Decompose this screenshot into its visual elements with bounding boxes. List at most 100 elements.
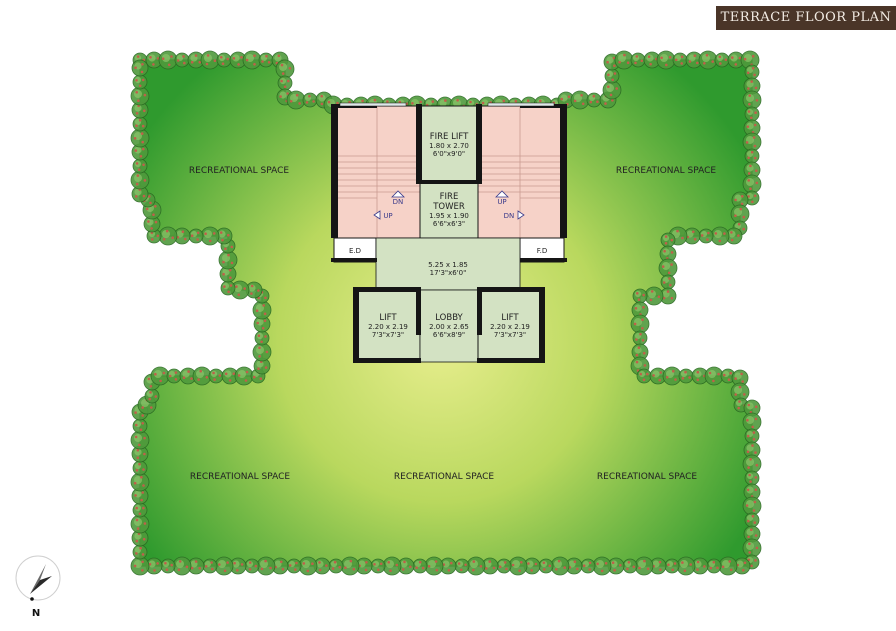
fire-tower-metric: 1.95 x 1.90 (429, 212, 469, 220)
staircase-right (477, 105, 565, 239)
tree-icon (188, 228, 204, 244)
tree-icon (130, 472, 150, 492)
tree-icon (132, 544, 148, 560)
tree-icon (496, 558, 512, 574)
tree-icon (698, 50, 718, 70)
tree-icon (550, 556, 570, 576)
tree-icon (676, 556, 696, 576)
fire-lift-room (419, 105, 479, 183)
tree-icon (656, 50, 676, 70)
tree-icon (145, 557, 163, 575)
tree-icon (174, 52, 190, 68)
tree-icon (592, 556, 612, 576)
lift-left-label: LIFT (379, 313, 397, 323)
tree-icon (258, 52, 274, 68)
stair-left-dn: DN (393, 198, 404, 206)
tree-icon (691, 557, 709, 575)
lift-left-metric: 2.20 x 2.19 (368, 323, 408, 331)
tree-icon (202, 558, 218, 574)
tree-icon (253, 357, 271, 375)
lobby-imperial: 6'6"x8'9" (433, 331, 465, 339)
tree-icon (130, 86, 150, 106)
tree-icon (132, 116, 148, 132)
tree-icon (658, 258, 678, 278)
tree-icon (672, 52, 688, 68)
tree-icon (636, 368, 652, 384)
tree-icon (172, 556, 192, 576)
tree-icon (382, 556, 402, 576)
tree-icon (130, 170, 150, 190)
tree-icon (244, 558, 260, 574)
tree-icon (704, 366, 724, 386)
tree-icon (743, 399, 761, 417)
tree-icon (143, 215, 161, 233)
tree-icon (234, 366, 254, 386)
tree-icon (742, 538, 762, 558)
tree-icon (158, 50, 178, 70)
tree-icon (538, 558, 554, 574)
tree-icon (302, 92, 318, 108)
tree-icon (132, 74, 148, 90)
stair-right-up: UP (497, 198, 506, 206)
tree-icon (632, 288, 648, 304)
tree-icon (245, 281, 263, 299)
tree-icon (275, 59, 295, 79)
tree-icon (370, 558, 386, 574)
tree-icon (508, 556, 528, 576)
tree-icon (158, 226, 178, 246)
fire-lift-metric: 1.80 x 2.70 (429, 142, 469, 150)
tree-icon (130, 128, 150, 148)
passage-imperial: 17'3"x6'0" (430, 269, 467, 277)
lift-right-metric: 2.20 x 2.19 (490, 323, 530, 331)
tree-icon (614, 50, 634, 70)
tree-icon (714, 52, 730, 68)
tree-icon (132, 158, 148, 174)
tree-icon (160, 558, 176, 574)
tree-icon (144, 388, 160, 404)
tree-icon (630, 314, 650, 334)
tree-icon (298, 556, 318, 576)
tree-icon (424, 556, 444, 576)
tree-icon (731, 369, 749, 387)
tree-icon (286, 90, 306, 110)
tree-icon (742, 174, 762, 194)
tree-icon (131, 101, 149, 119)
tree-icon (727, 51, 745, 69)
stair-left-up: UP (383, 212, 392, 220)
tree-icon (340, 556, 360, 576)
tree-icon (252, 342, 272, 362)
tree-icon (742, 496, 762, 516)
tree-icon (166, 368, 182, 384)
tree-icon (743, 441, 761, 459)
tree-icon (131, 487, 149, 505)
tree-icon (720, 368, 736, 384)
tree-icon (200, 50, 220, 70)
tree-icon (622, 558, 638, 574)
tree-icon (643, 51, 661, 69)
fire-tower-room (419, 181, 479, 239)
tree-icon (130, 430, 150, 450)
fire-lift-label: FIRE LIFT (430, 132, 469, 142)
lobby-metric: 2.00 x 2.65 (429, 323, 469, 331)
stair-arrow-left (373, 190, 405, 220)
tree-icon (744, 106, 760, 122)
lobby-label: LOBBY (435, 313, 463, 323)
tree-icon (742, 132, 762, 152)
fd-label: F.D (537, 247, 548, 255)
tree-icon (678, 368, 694, 384)
tree-icon (630, 52, 646, 68)
recreational-space-top-right: RECREATIONAL SPACE (616, 166, 716, 176)
tree-icon (730, 204, 750, 224)
tree-icon (216, 52, 232, 68)
tree-icon (660, 232, 676, 248)
tree-icon (580, 558, 596, 574)
tree-icon (602, 80, 622, 100)
tree-icon (220, 280, 236, 296)
tree-icon (132, 502, 148, 518)
tree-icon (286, 558, 302, 574)
stair-right-dn: DN (504, 212, 515, 220)
recreational-space-bottom-left: RECREATIONAL SPACE (190, 472, 290, 482)
tree-icon (130, 556, 150, 576)
tree-icon (179, 367, 197, 385)
